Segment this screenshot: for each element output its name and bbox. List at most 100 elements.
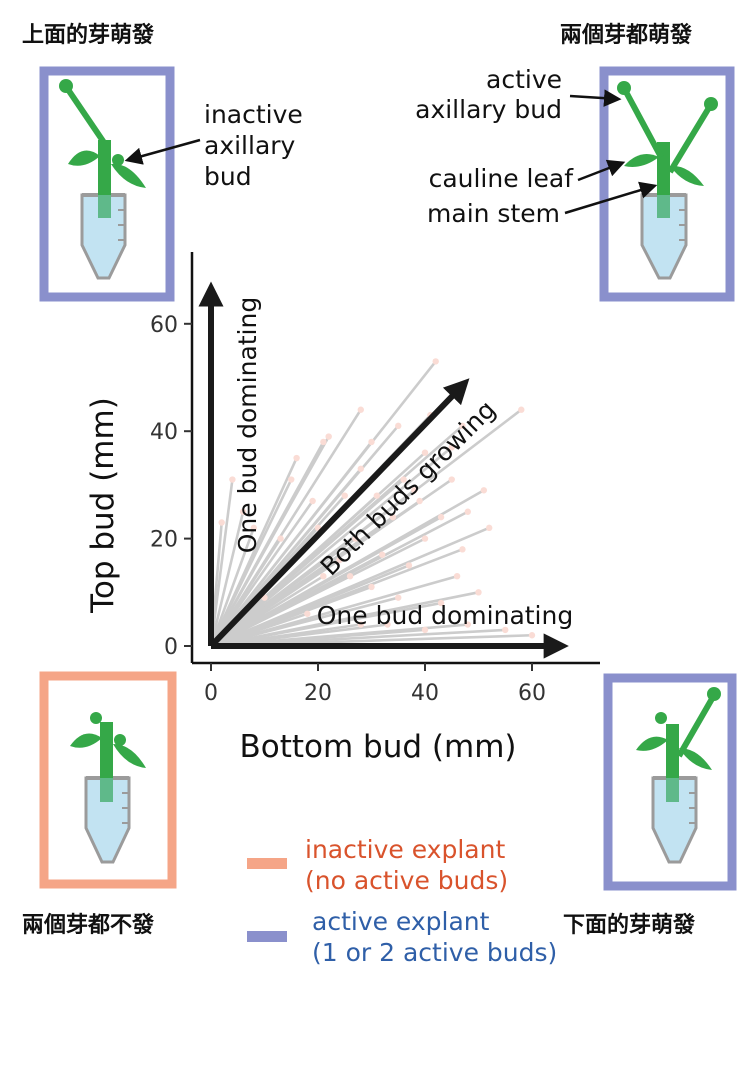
annotation-active-line1: active	[486, 65, 562, 94]
plant-bottom-left	[70, 712, 146, 864]
annotation-cauline-leaf: cauline leaf	[429, 159, 626, 193]
frame-bottom-right	[603, 673, 737, 891]
data-point	[502, 626, 509, 634]
data-point	[239, 508, 247, 515]
data-segment	[209, 478, 293, 647]
data-point	[379, 551, 386, 558]
panel-label-top-left: 上面的芽萌發	[22, 22, 154, 48]
data-point	[325, 433, 332, 440]
data-point	[448, 476, 455, 483]
data-point	[528, 632, 536, 639]
legend-active-line1: active explant	[312, 907, 490, 936]
chart: 0 20 40 60 0 20 40 60 One bud dominating Both bu…	[85, 252, 600, 765]
data-point	[346, 572, 354, 580]
data-point	[389, 513, 397, 521]
legend: inactive explant (no active buds) active…	[247, 835, 557, 967]
data-point	[405, 562, 413, 569]
data-point	[229, 476, 236, 483]
data-point	[277, 535, 284, 542]
annotation-main-stem-text: main stem	[427, 199, 560, 228]
data-point	[453, 572, 461, 580]
data-segment	[209, 511, 245, 647]
data-point	[448, 444, 455, 451]
data-point	[309, 497, 316, 505]
data-point	[341, 492, 348, 499]
data-point	[395, 594, 402, 601]
arrow-label-up: One bud dominating	[233, 297, 262, 553]
plant-top-left	[59, 79, 146, 280]
data-point	[416, 497, 423, 505]
data-point	[437, 599, 445, 607]
x-tick-label: 20	[304, 681, 332, 706]
x-tick-label: 60	[518, 681, 546, 706]
data-point	[486, 524, 493, 532]
arrow-diagonal	[208, 378, 470, 649]
data-point	[437, 513, 445, 521]
data-segment	[210, 575, 325, 648]
plant-bottom-right	[636, 687, 721, 864]
data-segment	[210, 489, 416, 648]
legend-swatch-active	[247, 931, 287, 942]
y-tick-label: 20	[150, 528, 178, 553]
data-point	[421, 535, 429, 542]
data-point	[293, 454, 300, 462]
data-point	[411, 487, 418, 494]
x-tick-label: 40	[411, 681, 439, 706]
data-point	[357, 621, 364, 628]
data-point	[218, 519, 225, 526]
data-point	[336, 556, 343, 564]
frame-top-left	[39, 66, 175, 302]
annotation-inactive-bud: inactive axillary bud	[124, 100, 303, 191]
annotation-cauline-text: cauline leaf	[429, 164, 575, 193]
data-segment	[209, 527, 256, 647]
data-segment	[210, 591, 479, 648]
frame-bottom-left	[39, 671, 177, 889]
data-segment	[210, 575, 351, 648]
annotation-inactive-line3: bud	[204, 162, 252, 191]
frame-top-right	[599, 66, 735, 302]
annotation-active-line2: axillary bud	[415, 95, 562, 124]
x-axis-label: Bottom bud (mm)	[239, 729, 516, 765]
y-axis-label: Top bud (mm)	[85, 397, 121, 614]
y-tick-label: 40	[150, 420, 178, 445]
data-point	[459, 422, 466, 430]
data-point	[459, 546, 466, 553]
data-point	[518, 406, 525, 413]
data-point	[464, 508, 471, 515]
data-point	[357, 406, 364, 413]
data-point	[373, 492, 381, 499]
y-tick-label: 60	[150, 313, 178, 338]
legend-inactive-line1: inactive explant	[305, 835, 505, 864]
data-point	[475, 589, 482, 596]
data-segment	[209, 537, 282, 647]
panel-label-bottom-left: 兩個芽都不發	[22, 913, 154, 938]
annotation-main-stem: main stem	[427, 181, 658, 228]
data-point	[250, 524, 257, 532]
data-point	[368, 438, 375, 446]
data-point	[395, 422, 402, 430]
data-point	[320, 572, 327, 580]
data-point	[368, 583, 375, 591]
legend-swatch-inactive	[247, 858, 287, 869]
data-point	[421, 626, 429, 634]
annotation-inactive-line1: inactive	[204, 100, 303, 129]
data-point	[480, 487, 488, 494]
data-point	[421, 449, 429, 456]
data-point	[288, 476, 295, 483]
data-point	[320, 438, 327, 446]
x-tick-label: 0	[204, 681, 218, 706]
data-segment	[210, 623, 361, 648]
arrow-label-diagonal: Both buds growing	[315, 395, 501, 581]
data-segment	[209, 441, 373, 647]
panel-label-bottom-right: 下面的芽萌發	[563, 912, 695, 938]
data-point	[432, 358, 439, 365]
data-point	[304, 610, 311, 617]
data-point	[400, 476, 407, 483]
annotation-active-bud: active axillary bud	[415, 65, 622, 124]
data-point	[464, 621, 471, 628]
data-point	[357, 465, 364, 472]
legend-active-line2: (1 or 2 active buds)	[312, 938, 557, 967]
data-point	[352, 535, 359, 542]
y-tick-label: 0	[164, 635, 178, 660]
